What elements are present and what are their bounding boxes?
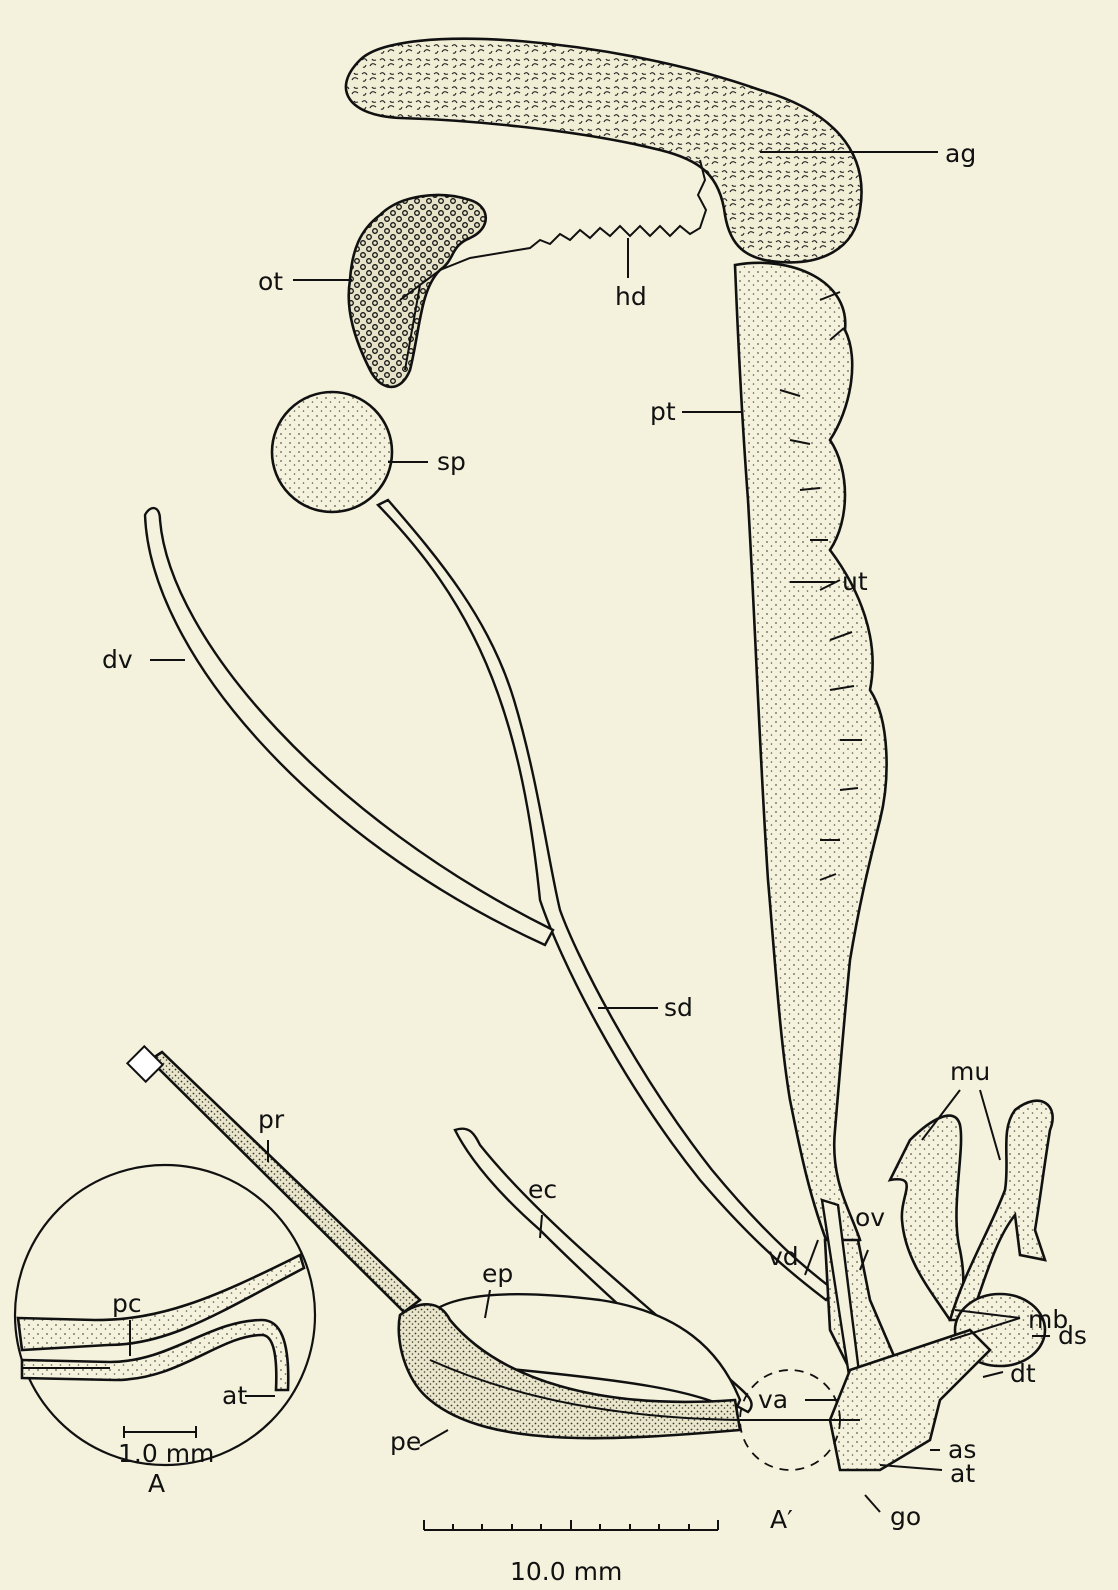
label-pr: pr (258, 1105, 285, 1134)
diverticulum (145, 508, 553, 945)
label-sp: sp (437, 447, 466, 476)
inset-label: A (148, 1469, 165, 1498)
prostate-uterus (735, 263, 887, 1250)
label-sd: sd (664, 993, 693, 1022)
label-vd: vd (768, 1242, 799, 1271)
label-dt: dt (1010, 1359, 1036, 1388)
label-mu: mu (950, 1057, 990, 1086)
label-hd: hd (615, 282, 647, 311)
spermatheca (272, 392, 392, 512)
label-ds: ds (1058, 1321, 1087, 1350)
label-ep: ep (482, 1259, 513, 1288)
label-dv: dv (102, 645, 133, 674)
label-pt: pt (650, 397, 676, 426)
ovotestis (349, 195, 486, 387)
main-scale-label: 10.0 mm (510, 1557, 622, 1586)
label-ec: ec (528, 1175, 557, 1204)
retractor-cut-end (127, 1046, 162, 1081)
label-ot: ot (258, 267, 283, 296)
label-va: va (758, 1385, 788, 1414)
label-ag: ag (945, 139, 976, 168)
mucous-gland-1 (890, 1116, 963, 1320)
label-go: go (890, 1502, 921, 1531)
inset-scale-label: 1.0 mm (118, 1439, 214, 1468)
label-at: at (950, 1459, 975, 1488)
inset-reference-label: A′ (770, 1505, 793, 1534)
label-pc: pc (112, 1289, 142, 1318)
label-inset-at: at (222, 1381, 247, 1410)
main-scale-bar (424, 1520, 718, 1530)
label-pe: pe (390, 1427, 421, 1456)
mucous-gland-2 (950, 1101, 1053, 1320)
label-ut: ut (842, 567, 868, 596)
label-ov: ov (855, 1203, 885, 1232)
